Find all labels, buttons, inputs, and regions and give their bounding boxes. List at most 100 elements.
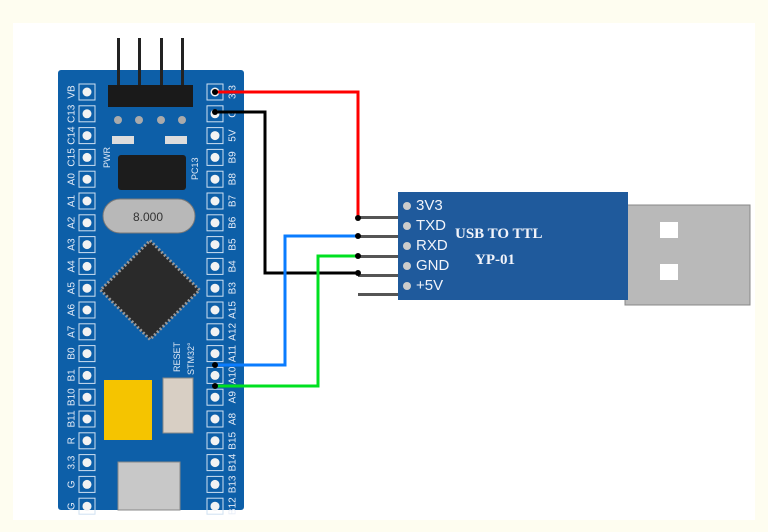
pin-pad <box>78 475 96 493</box>
pin-pad <box>206 192 224 210</box>
left-pin-label: A4 <box>67 260 78 273</box>
top-header-pins <box>108 38 193 124</box>
oscillator-32k <box>118 155 186 190</box>
pin-pad <box>78 432 96 450</box>
left-pin-label: G <box>67 480 78 488</box>
right-pin-row: 3.3G5VB9B8B7B6B5B4B3A15A12A11A10A9A8B15B… <box>206 83 239 515</box>
pin-hole <box>82 152 92 162</box>
module-pin-pad <box>403 262 411 270</box>
module-pin-label: TXD <box>416 217 446 234</box>
left-pin-row: VBC13C14C15A0A1A2A3A4A5A6A7B0B1B10B11R3.… <box>67 83 96 515</box>
left-pin-label: B1 <box>67 369 78 382</box>
pin-hole <box>210 501 220 511</box>
left-pin-label: C15 <box>67 148 78 167</box>
pin-pad <box>206 105 224 123</box>
pin-pad <box>78 148 96 166</box>
right-pin-label: A8 <box>228 412 239 425</box>
module-pin-pad <box>403 202 411 210</box>
pin-pad <box>206 148 224 166</box>
left-pin-label: B0 <box>67 347 78 360</box>
pin-hole <box>210 327 220 337</box>
right-pin-label: B8 <box>228 173 239 186</box>
pin-hole <box>210 174 220 184</box>
module-pcb <box>398 192 628 300</box>
reset-button[interactable] <box>162 377 194 434</box>
left-pin-label: 3.3 <box>67 455 78 469</box>
left-pin-label: R <box>67 437 78 444</box>
right-pin-label: B9 <box>228 151 239 164</box>
right-pin-label: 5V <box>228 129 239 142</box>
pin-hole <box>210 392 220 402</box>
pin-pad <box>206 170 224 188</box>
right-pin-label: B13 <box>228 475 239 493</box>
left-pin-label: C14 <box>67 126 78 145</box>
right-pin-label: A15 <box>228 301 239 319</box>
wire-green <box>215 254 358 388</box>
left-pin-label: VB <box>67 85 78 99</box>
pin-hole <box>82 109 92 119</box>
pin-hole <box>210 436 220 446</box>
module-pin-label: +5V <box>416 277 443 294</box>
right-pin-label: B4 <box>228 260 239 273</box>
pin-hole <box>82 392 92 402</box>
pin-hole <box>82 196 92 206</box>
pin-pad <box>206 410 224 428</box>
pin-pad <box>78 366 96 384</box>
pin-pad <box>78 323 96 341</box>
stm32-board: 8.000 STM32° RESET PWR PC13 VBC13C14C15A… <box>58 38 244 515</box>
pin-pad <box>78 497 96 515</box>
pin-hole <box>82 131 92 141</box>
pin-hole <box>82 261 92 271</box>
pin-pad <box>206 432 224 450</box>
pin-hole <box>210 458 220 468</box>
pin-hole <box>210 240 220 250</box>
left-pin-label: B11 <box>67 410 78 427</box>
pin-hole <box>82 283 92 293</box>
pin-hole <box>82 240 92 250</box>
pin-pad <box>78 192 96 210</box>
pin-hole <box>82 501 92 511</box>
pin-hole <box>82 479 92 489</box>
pc13-label: PC13 <box>190 157 200 180</box>
left-pin-label: A7 <box>67 325 78 338</box>
wire-blue <box>215 234 358 367</box>
left-pin-label: A6 <box>67 303 78 316</box>
wire-black <box>215 110 358 275</box>
left-pin-label: G <box>67 502 78 510</box>
pin-hole <box>82 436 92 446</box>
pin-hole <box>210 414 220 424</box>
wire-red <box>215 90 360 218</box>
stm32-label: STM32° <box>186 342 196 375</box>
pin-pad <box>78 127 96 145</box>
pin-pad <box>206 257 224 275</box>
module-pins <box>358 216 402 219</box>
pin-pad <box>78 410 96 428</box>
right-pin-label: B3 <box>228 282 239 295</box>
pwr-label: PWR <box>102 147 112 168</box>
right-pin-label: B15 <box>228 431 239 449</box>
micro-usb-port <box>117 461 181 511</box>
module-title: USB TO TTL <box>455 226 543 242</box>
right-pin-label: A9 <box>228 391 239 404</box>
right-pin-label: A11 <box>228 345 239 362</box>
pin-hole <box>82 370 92 380</box>
pin-pad <box>206 388 224 406</box>
pin-pad <box>206 497 224 515</box>
pin-hole <box>210 349 220 359</box>
module-pin-pad <box>403 222 411 230</box>
pin-hole <box>210 305 220 315</box>
right-pin-label: B12 <box>228 497 239 515</box>
pin-pad <box>78 345 96 363</box>
pin-pad <box>78 257 96 275</box>
left-pin-label: A2 <box>67 216 78 229</box>
left-pin-label: A0 <box>67 173 78 186</box>
pin-pad <box>78 388 96 406</box>
pin-pad <box>78 105 96 123</box>
crystal-label: 8.000 <box>133 210 163 224</box>
right-pin-label: A10 <box>228 366 239 384</box>
wires <box>212 89 361 389</box>
crystal-8mhz <box>102 198 196 234</box>
pin-hole <box>82 458 92 468</box>
usb-plug <box>624 204 751 306</box>
module-pin-pad <box>403 242 411 250</box>
